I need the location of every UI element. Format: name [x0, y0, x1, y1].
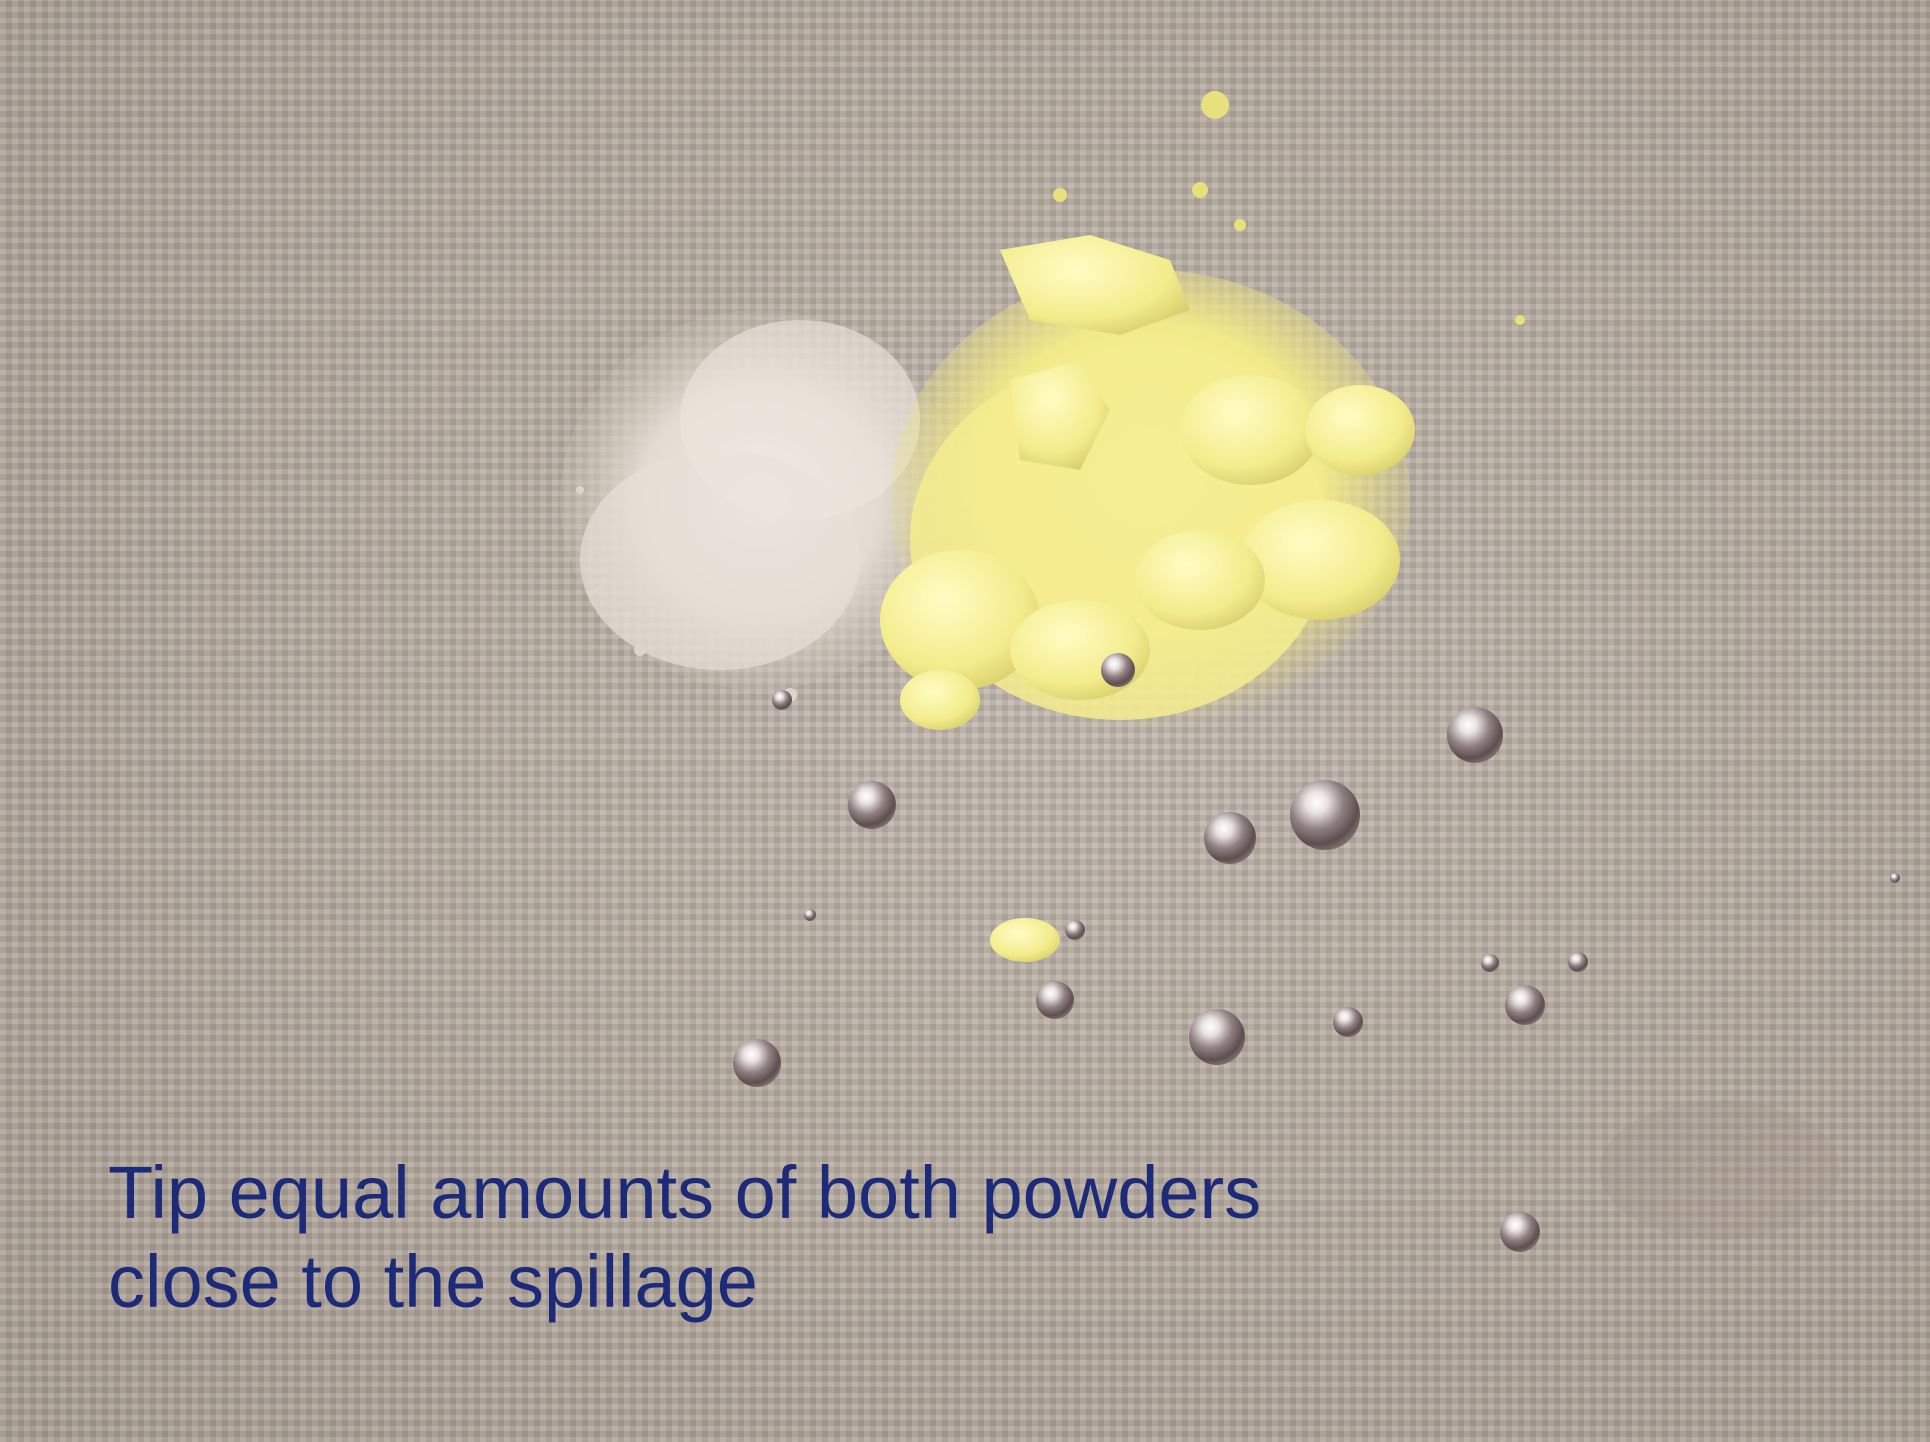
caption-line-2: close to the spillage — [108, 1240, 758, 1323]
white-powder-pile — [560, 310, 960, 702]
caption-line-1: Tip equal amounts of both powders — [108, 1151, 1262, 1234]
mercury-droplets — [733, 653, 1900, 1252]
yellow-powder-pile — [880, 91, 1525, 962]
slide-caption: Tip equal amounts of both powders close … — [108, 1148, 1408, 1326]
